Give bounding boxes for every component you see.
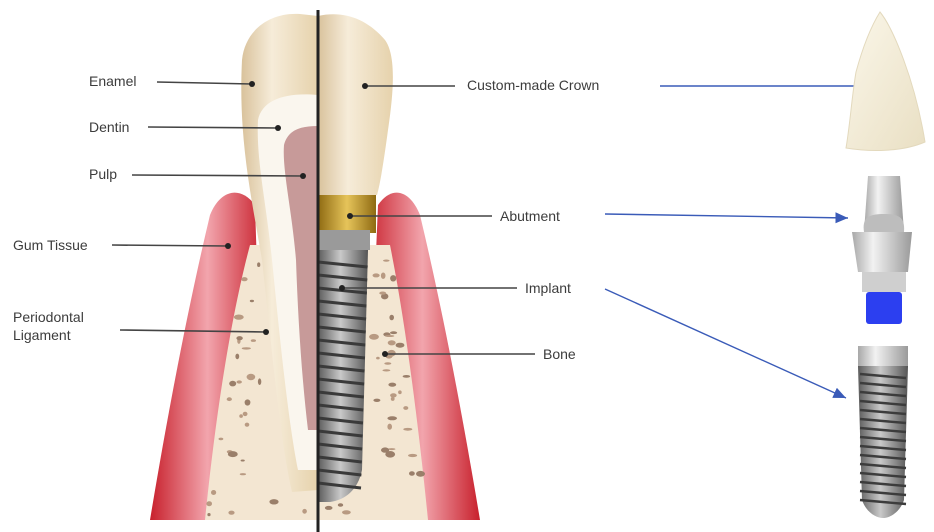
label-periodontal-line2: Ligament — [13, 327, 71, 343]
crown-piece — [846, 12, 925, 150]
label-custom-crown: Custom-made Crown — [467, 76, 599, 94]
label-periodontal-ligament: Periodontal Ligament — [13, 308, 123, 344]
implant-crown — [318, 14, 393, 195]
implant-piece — [858, 346, 908, 518]
label-bone: Bone — [543, 345, 576, 363]
label-abutment: Abutment — [500, 207, 560, 225]
label-periodontal-line1: Periodontal — [13, 309, 84, 325]
label-implant: Implant — [525, 279, 571, 297]
label-dentin: Dentin — [89, 118, 129, 136]
abutment-gold — [318, 195, 376, 250]
label-enamel: Enamel — [89, 72, 136, 90]
label-gum-tissue: Gum Tissue — [13, 236, 88, 254]
label-pulp: Pulp — [89, 165, 117, 183]
abutment-piece — [852, 176, 912, 324]
component-arrows — [605, 86, 872, 398]
